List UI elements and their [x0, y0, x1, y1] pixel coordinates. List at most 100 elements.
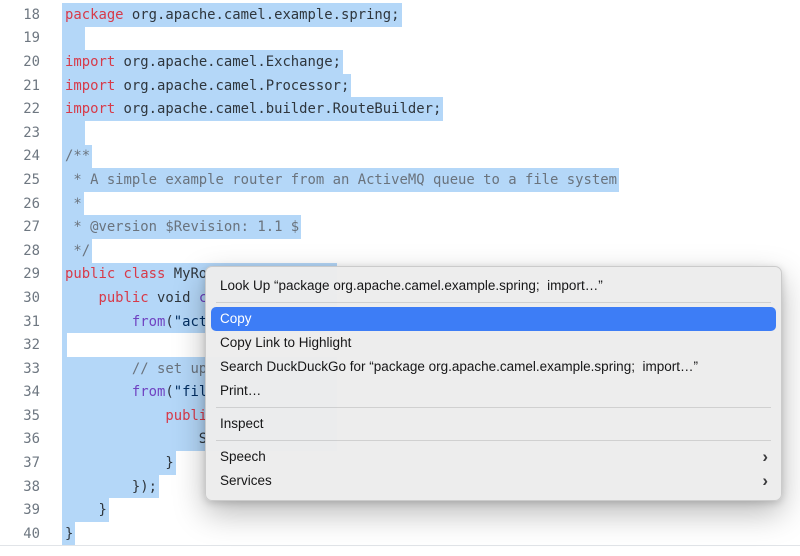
- code-column: */: [62, 238, 93, 263]
- code-line: 39 }: [0, 498, 800, 523]
- code-column: /**: [62, 144, 93, 169]
- selected-code[interactable]: });: [62, 474, 159, 499]
- code-line: 27 * @version $Revision: 1.1 $: [0, 215, 800, 239]
- line-number: 38: [23, 478, 40, 495]
- line-number: 39: [23, 502, 40, 519]
- code-column: package org.apache.camel.example.spring;: [62, 3, 402, 27]
- line-number: 28: [23, 242, 40, 259]
- menu-item-label: Look Up “package org.apache.camel.exampl…: [220, 278, 603, 293]
- code-column: }: [62, 498, 109, 523]
- selected-code[interactable]: */: [62, 238, 93, 263]
- selected-code[interactable]: }: [62, 522, 76, 546]
- menu-item-label: Services: [220, 473, 272, 488]
- code-token: (: [165, 313, 174, 330]
- selected-code[interactable]: *: [62, 191, 84, 216]
- code-column: [62, 120, 85, 145]
- code-line: 22 import org.apache.camel.builder.RouteB…: [0, 97, 800, 121]
- menu-item-look-up[interactable]: Look Up “package org.apache.camel.exampl…: [206, 274, 781, 298]
- code-token: public: [98, 289, 149, 306]
- selected-code[interactable]: import org.apache.camel.Processor;: [62, 73, 352, 98]
- menu-item-copy-link-to-highlight[interactable]: Copy Link to Highlight: [206, 331, 781, 355]
- code-token: [65, 408, 165, 424]
- submenu-chevron-icon: ›: [762, 471, 768, 490]
- selection-strip[interactable]: [62, 26, 85, 51]
- code-token: org.apache.camel.Processor;: [115, 77, 350, 94]
- line-number: 22: [23, 101, 40, 118]
- code-column: [62, 26, 85, 51]
- line-number: 40: [23, 525, 40, 542]
- line-number: 20: [23, 53, 40, 70]
- selected-code[interactable]: }: [62, 498, 109, 523]
- line-number: 21: [23, 77, 40, 94]
- code-column: import org.apache.camel.Exchange;: [62, 50, 343, 74]
- line-number: 31: [23, 313, 40, 330]
- code-line: 20 import org.apache.camel.Exchange;: [0, 50, 800, 74]
- code-token: }: [65, 525, 74, 542]
- code-token: // set up: [131, 360, 208, 377]
- menu-item-label: Copy Link to Highlight: [220, 335, 352, 350]
- code-token: * A simple example router from an Active…: [65, 171, 617, 188]
- selected-code[interactable]: }: [62, 451, 176, 475]
- code-column: * A simple example router from an Active…: [62, 168, 619, 192]
- code-column: import org.apache.camel.Processor;: [62, 73, 352, 98]
- line-number: 37: [23, 455, 40, 472]
- code-line: 25 * A simple example router from an Act…: [0, 168, 800, 192]
- code-token: c: [198, 289, 208, 306]
- selected-code[interactable]: /**: [62, 144, 93, 169]
- code-token: */: [65, 242, 91, 259]
- code-token: publi: [165, 407, 208, 424]
- code-line: 38 });: [0, 474, 800, 499]
- selected-code[interactable]: * A simple example router from an Active…: [62, 168, 619, 192]
- page-divider: [0, 545, 800, 546]
- selected-code[interactable]: package org.apache.camel.example.spring;: [62, 3, 402, 27]
- code-token: *: [65, 195, 82, 212]
- code-line: 19: [0, 26, 800, 51]
- line-number: 30: [23, 289, 40, 306]
- code-token: "fil: [173, 384, 208, 401]
- code-line: 28 */: [0, 238, 800, 263]
- line-number: 23: [23, 124, 40, 141]
- menu-item-label: Copy: [220, 311, 252, 326]
- line-number: 19: [23, 30, 40, 47]
- code-column: * @version $Revision: 1.1 $: [62, 215, 302, 239]
- menu-item-label: Search DuckDuckGo for “package org.apach…: [220, 359, 698, 374]
- selected-code[interactable]: import org.apache.camel.builder.RouteBui…: [62, 97, 444, 121]
- code-token: [65, 290, 98, 306]
- menu-item-label: Speech: [220, 449, 266, 464]
- line-number: 29: [23, 266, 40, 283]
- code-column: });: [62, 474, 159, 499]
- selection-strip[interactable]: [62, 333, 67, 357]
- code-token: import: [65, 53, 116, 70]
- code-token: org.apache.camel.example.spring;: [123, 6, 400, 23]
- menu-separator: [216, 440, 771, 441]
- code-token: [65, 314, 132, 330]
- code-line: 37 }: [0, 451, 800, 475]
- code-line: 32: [0, 333, 800, 357]
- line-number: 36: [23, 431, 40, 448]
- code-token: "act: [173, 313, 208, 330]
- code-column: *: [62, 191, 84, 216]
- code-token: from: [131, 384, 166, 401]
- menu-separator: [216, 302, 771, 303]
- code-column: import org.apache.camel.builder.RouteBui…: [62, 97, 444, 121]
- code-token: }: [65, 455, 174, 472]
- code-token: org.apache.camel.Exchange;: [115, 53, 341, 70]
- code-token: }: [65, 502, 107, 519]
- selected-code[interactable]: import org.apache.camel.Exchange;: [62, 50, 343, 74]
- line-number: 26: [23, 195, 40, 212]
- selected-code[interactable]: * @version $Revision: 1.1 $: [62, 215, 302, 239]
- menu-item-speech[interactable]: Speech›: [206, 445, 781, 469]
- menu-item-search-duckduckgo[interactable]: Search DuckDuckGo for “package org.apach…: [206, 355, 781, 379]
- menu-item-copy[interactable]: Copy: [211, 307, 776, 331]
- selection-strip[interactable]: [62, 120, 85, 145]
- code-line: 24/**: [0, 144, 800, 169]
- code-column: }: [62, 522, 76, 546]
- code-token: });: [65, 478, 157, 495]
- line-number: 35: [23, 407, 40, 424]
- code-token: /**: [65, 148, 91, 165]
- menu-item-inspect[interactable]: Inspect: [206, 412, 781, 436]
- menu-item-services[interactable]: Services ›: [206, 469, 781, 493]
- menu-item-print[interactable]: Print…: [206, 379, 781, 403]
- code-token: (: [165, 384, 174, 401]
- line-number: 34: [23, 384, 40, 401]
